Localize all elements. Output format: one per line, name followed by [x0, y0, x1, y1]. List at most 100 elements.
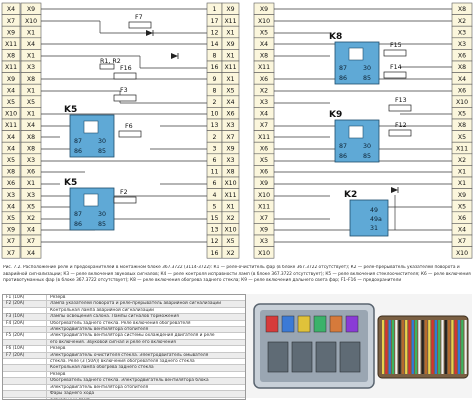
fuse-table-row: Фары заднего хода — [3, 391, 245, 398]
left-connector-b-label: X3 — [27, 157, 35, 164]
relay-name: K5 — [64, 178, 77, 188]
relay-name: K8 — [329, 32, 342, 42]
center-right-connector-label: X11 — [224, 64, 236, 71]
left-connector-b-cell — [20, 246, 42, 259]
right-right-connector-label: X5 — [458, 203, 466, 210]
fuse-description: Фары заднего хода — [50, 391, 95, 397]
right-left-connector-label: X11 — [258, 64, 270, 71]
fuse-id — [3, 378, 47, 384]
right-left-connector-label: X3 — [260, 238, 268, 245]
right-left-connector-label: X11 — [258, 203, 270, 210]
right-right-connector-label: X5 — [458, 134, 466, 141]
fuse-table-row: его включения. Звуковой сигнал и реле ег… — [3, 339, 245, 347]
harness-wire — [451, 320, 454, 374]
right-left-connector-cell — [253, 246, 275, 259]
fuse-id — [3, 397, 47, 399]
center-right-connector-label: X9 — [226, 41, 234, 48]
relay-part — [291, 341, 313, 373]
fuse-description: Электродвигатель очистителя стекла. Элек… — [50, 352, 209, 358]
center-right-connector-label: X7 — [226, 134, 234, 141]
resistor-symbol — [99, 63, 115, 70]
harness-wire — [461, 320, 464, 374]
fuse-part — [329, 315, 343, 333]
center-right-connector-label: X9 — [226, 6, 234, 13]
fuse-symbol — [113, 72, 137, 80]
harness-wire — [457, 320, 461, 374]
fuse-part — [297, 315, 311, 333]
relay-pin: 87 — [339, 143, 347, 150]
left-connector-b-label: X4 — [27, 227, 35, 234]
right-left-connector-label: X10 — [258, 250, 270, 257]
harness-wire — [415, 320, 418, 374]
right-right-connector-label: X4 — [458, 227, 466, 234]
fuse-description: Электродвигатель вентилятора системы охл… — [50, 333, 215, 339]
diode — [171, 53, 178, 59]
right-right-connector-label: X2 — [458, 157, 466, 164]
fuse-label: F2 — [120, 189, 128, 196]
fuse-description: Обогреватель заднего стекла. Реле включе… — [50, 320, 191, 326]
left-connector-b-label: X5 — [27, 203, 35, 210]
right-right-connector-label: X10 — [456, 250, 468, 257]
left-connector-b-label: X10 — [25, 18, 37, 25]
fuse-label: F16 — [120, 65, 132, 72]
center-left-connector-label: 3 — [213, 145, 217, 152]
relay-pin: 49 — [370, 207, 378, 214]
harness-wire — [411, 320, 414, 374]
fuse-part — [281, 315, 295, 333]
center-right-connector-label: X11 — [224, 192, 236, 199]
harness-wire — [398, 320, 401, 374]
right-left-connector-label: X4 — [260, 111, 268, 118]
relay-part — [267, 341, 289, 373]
left-connector-b-label: X4 — [27, 250, 35, 257]
relay-coil — [83, 120, 99, 134]
left-connector-b-label: X3 — [27, 192, 35, 199]
right-left-connector-label: X7 — [260, 122, 268, 129]
left-connector-a-label: X10 — [5, 111, 17, 118]
fuse-symbol — [388, 129, 412, 137]
left-connector-b-label: X1 — [27, 180, 35, 187]
fuse-id: F7 (20А) — [3, 352, 47, 359]
center-left-connector-label: 2 — [213, 99, 217, 106]
harness-wire — [434, 320, 437, 374]
fuse-table-row: Обогреватель заднего стекла. Электродвиг… — [3, 378, 245, 385]
right-left-connector-label: X5 — [260, 157, 268, 164]
fuse-symbol — [113, 196, 137, 204]
harness-wire — [408, 320, 411, 374]
fuse-description: его включения. Звуковой сигнал и реле ег… — [50, 339, 176, 345]
center-right-connector-label: X3 — [226, 122, 234, 129]
relay-name: K9 — [329, 110, 342, 120]
center-left-connector-label: 8 — [213, 53, 217, 60]
right-left-connector-label: X10 — [258, 18, 270, 25]
diode — [391, 187, 398, 193]
relay-pin: 30 — [363, 143, 371, 150]
center-right-connector-cell — [221, 246, 240, 259]
fuse-id — [3, 384, 47, 391]
left-connector-a-label: X4 — [7, 6, 15, 13]
right-right-connector-label: X3 — [458, 29, 466, 36]
right-left-connector-label: X2 — [260, 87, 268, 94]
figure-caption: Рис. 7.2. Расположение реле и предохрани… — [3, 265, 471, 284]
harness-wire — [421, 320, 424, 374]
right-right-connector-label: X7 — [458, 238, 466, 245]
relay-pin: 85 — [98, 221, 106, 228]
left-connector-a-label: X9 — [7, 29, 15, 36]
fuse-table-row: F4 (20А)Обогреватель заднего стекла. Рел… — [3, 320, 245, 328]
fuse-description: Резерв — [50, 346, 66, 352]
harness-wire — [431, 320, 434, 374]
right-left-connector-label: X6 — [260, 145, 268, 152]
fuse-description: Резерв — [50, 371, 66, 377]
right-right-connector-label: X1 — [458, 180, 466, 187]
left-connector-a-label: X5 — [7, 215, 15, 222]
center-left-connector-label: 10 — [211, 111, 219, 118]
center-right-connector-label: X6 — [226, 111, 234, 118]
diode — [146, 30, 153, 36]
left-connector-b-label: X1 — [27, 53, 35, 60]
left-connector-a-label: X3 — [7, 192, 15, 199]
right-left-connector-label: X11 — [258, 134, 270, 141]
center-right-connector-label: X10 — [224, 227, 236, 234]
right-right-connector-label: X2 — [458, 18, 466, 25]
fuse-symbol — [383, 71, 407, 79]
harness-wire — [454, 320, 457, 374]
fuse-label: F15 — [390, 42, 402, 49]
relay-pin: 87 — [339, 65, 347, 72]
